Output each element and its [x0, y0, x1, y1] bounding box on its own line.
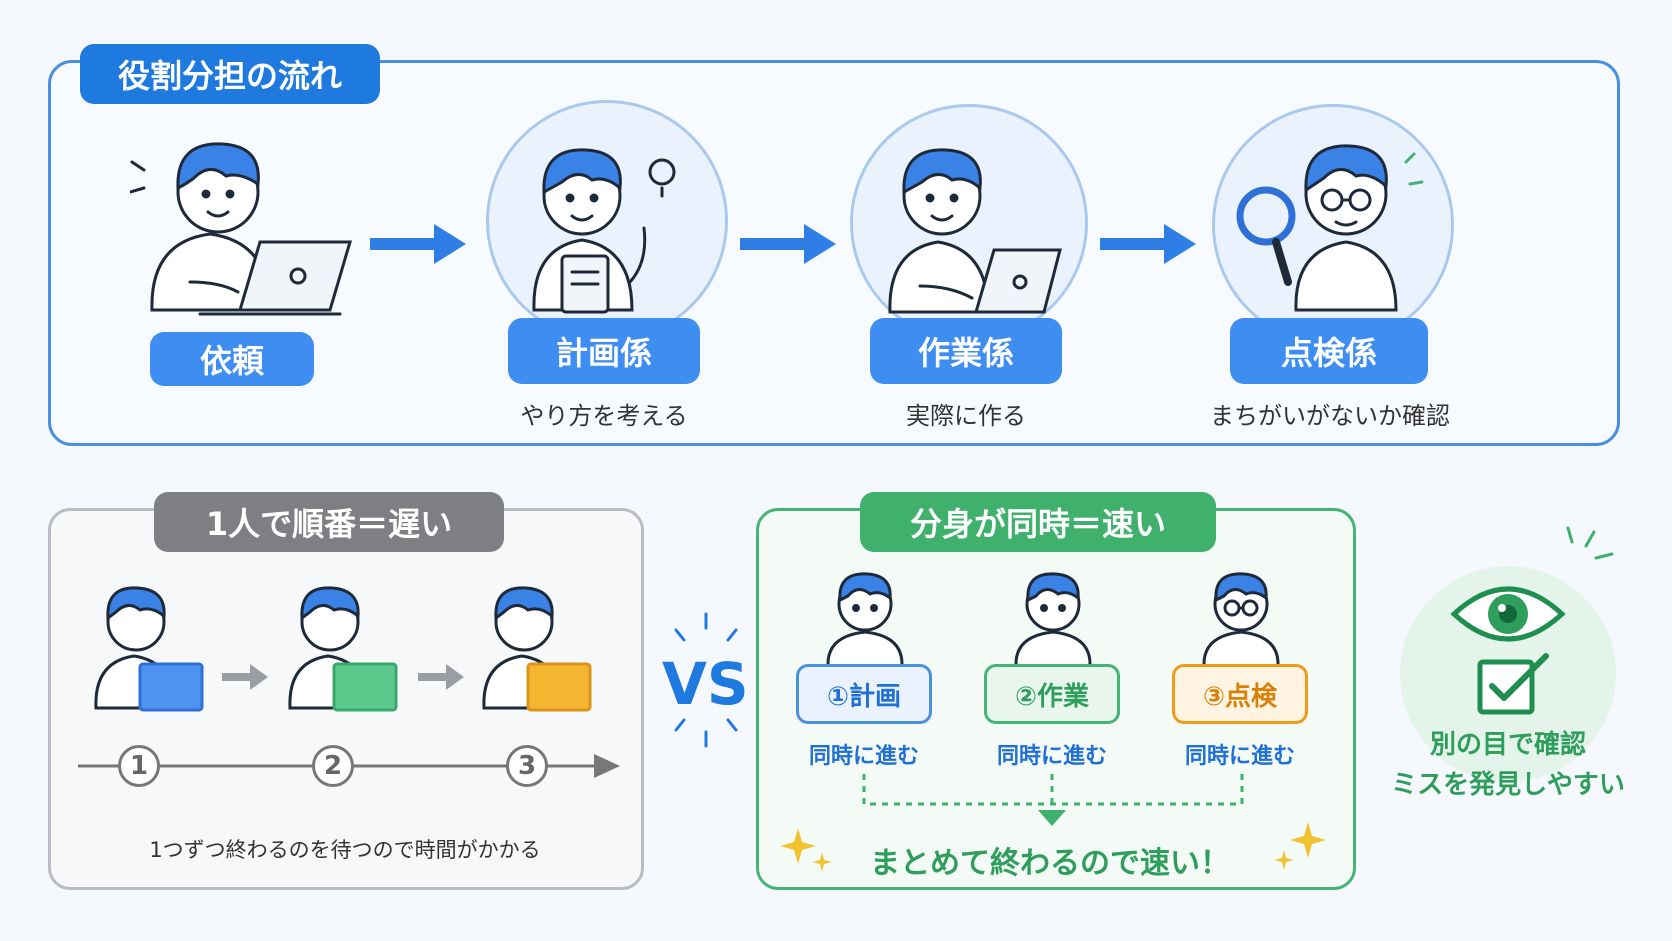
- sequential-person-3: [482, 586, 592, 712]
- role-requester: 依頼: [150, 332, 314, 386]
- side-note-line1: 別の目で確認: [1429, 730, 1586, 760]
- sequential-arrow-1: [222, 664, 268, 690]
- sparkle-left: [780, 828, 832, 872]
- check-icon: [1477, 653, 1549, 715]
- simultaneous-label-1: 同時に進む: [808, 744, 919, 769]
- parallel-planner: [826, 572, 904, 666]
- planner-description: やり方を考える: [520, 402, 688, 430]
- task-check: ③点検: [1172, 664, 1308, 724]
- flow-arrow-3: [1100, 224, 1196, 264]
- task-plan: ①計画: [796, 664, 932, 724]
- eye-icon: [1450, 586, 1566, 642]
- flow-arrow-2: [740, 224, 836, 264]
- step-2: 2: [312, 745, 354, 787]
- checker-description: まちがいがないか確認: [1210, 402, 1450, 430]
- task-work: ②作業: [984, 664, 1120, 724]
- parallel-checker: [1202, 572, 1280, 666]
- simultaneous-label-3: 同時に進む: [1184, 744, 1295, 769]
- sequential-person-2: [288, 586, 398, 712]
- sequential-caption: 1つずつ終わるのを待つので時間がかかる: [149, 838, 541, 862]
- role-planner: 計画係: [508, 318, 700, 384]
- sequential-arrow-2: [418, 664, 464, 690]
- role-flow-title: 役割分担の流れ: [80, 44, 380, 104]
- vs-label: VS: [662, 650, 749, 718]
- planner-illustration: [532, 148, 676, 314]
- parallel-result: まとめて終わるので速い！: [870, 846, 1230, 881]
- sequential-person-1: [94, 586, 204, 712]
- sparkle-right: [1274, 822, 1326, 870]
- step-3: 3: [506, 745, 548, 787]
- flow-arrow-1: [370, 224, 466, 264]
- side-note-line2: ミスを発見しやすい: [1391, 770, 1625, 800]
- parallel-title: 分身が同時＝速い: [860, 492, 1216, 552]
- parallel-worker: [1014, 572, 1092, 666]
- role-worker: 作業係: [870, 318, 1062, 384]
- requester-illustration: [130, 142, 353, 316]
- merge-lines: [862, 774, 1244, 826]
- worker-illustration: [888, 148, 1062, 314]
- role-checker: 点検係: [1230, 318, 1428, 384]
- simultaneous-label-2: 同時に進む: [996, 744, 1107, 769]
- vs-sparks: [674, 612, 738, 748]
- sequential-title: 1人で順番＝遅い: [154, 492, 504, 552]
- worker-description: 実際に作る: [906, 402, 1026, 430]
- side-note-sparks: [1566, 526, 1614, 560]
- step-1: 1: [118, 745, 160, 787]
- checker-illustration: [1236, 144, 1424, 312]
